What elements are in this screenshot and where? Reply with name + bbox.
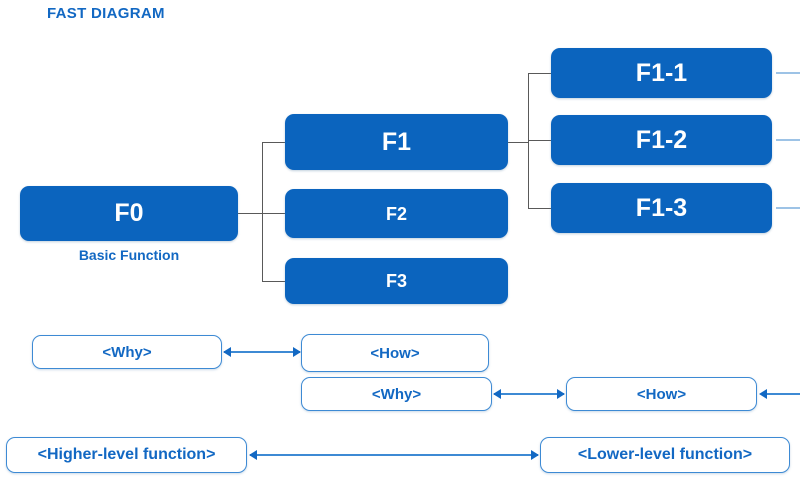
function-box-f3[interactable]: F3 bbox=[285, 258, 508, 304]
function-box-f1-2[interactable]: F1-2 bbox=[551, 115, 772, 165]
function-box-f1-label: F1 bbox=[381, 127, 412, 156]
page-title: FAST DIAGRAM bbox=[47, 5, 165, 22]
connector-f0-stem bbox=[238, 213, 263, 214]
stub-f1-2-right bbox=[776, 139, 800, 141]
legend-arrow-row2-tail-head bbox=[759, 389, 767, 399]
legend-box-why-1-label: <Why> bbox=[102, 343, 152, 361]
connector-level1-trunk bbox=[262, 142, 263, 281]
legend-box-higher-level-function-label: <Higher-level function> bbox=[37, 446, 216, 463]
legend-box-why-2-label: <Why> bbox=[371, 385, 422, 403]
function-box-f2[interactable]: F2 bbox=[285, 189, 508, 238]
function-box-f0[interactable]: F0 bbox=[20, 186, 238, 241]
connector-to-f1 bbox=[262, 142, 286, 143]
legend-box-why-2[interactable]: <Why> bbox=[301, 377, 492, 411]
legend-box-how-1[interactable]: <How> bbox=[301, 334, 489, 372]
legend-box-how-1-label: <How> bbox=[370, 344, 420, 362]
legend-box-how-2[interactable]: <How> bbox=[566, 377, 757, 411]
legend-arrow-row2-tail-line bbox=[766, 393, 800, 395]
legend-arrow-row1-head-left bbox=[223, 347, 231, 357]
legend-arrow-row3-head-right bbox=[531, 450, 539, 460]
connector-to-f1-2 bbox=[528, 140, 552, 141]
connector-f1-stem bbox=[508, 142, 529, 143]
legend-arrow-row3-line bbox=[250, 454, 538, 456]
function-box-f1[interactable]: F1 bbox=[285, 114, 508, 170]
function-box-f1-3[interactable]: F1-3 bbox=[551, 183, 772, 233]
connector-to-f3 bbox=[262, 281, 286, 282]
function-box-f1-1-label: F1-1 bbox=[635, 58, 688, 87]
basic-function-caption: Basic Function bbox=[78, 247, 180, 263]
legend-box-higher-level-function[interactable]: <Higher-level function> bbox=[6, 437, 247, 473]
legend-arrow-row2-head-left bbox=[493, 389, 501, 399]
function-box-f0-label: F0 bbox=[114, 199, 144, 227]
legend-arrow-row2-head-right bbox=[557, 389, 565, 399]
connector-to-f2 bbox=[262, 213, 286, 214]
legend-box-how-2-label: <How> bbox=[636, 385, 687, 403]
stub-f1-3-right bbox=[776, 207, 800, 209]
stub-f1-1-right bbox=[776, 72, 800, 74]
legend-arrow-row2-line bbox=[494, 393, 564, 395]
legend-box-why-1[interactable]: <Why> bbox=[32, 335, 222, 369]
legend-box-lower-level-function-label: <Lower-level function> bbox=[577, 446, 753, 463]
legend-box-lower-level-function[interactable]: <Lower-level function> bbox=[540, 437, 790, 473]
connector-to-f1-1 bbox=[528, 73, 552, 74]
function-box-f1-3-label: F1-3 bbox=[635, 193, 688, 222]
function-box-f3-label: F3 bbox=[385, 271, 407, 291]
function-box-f2-label: F2 bbox=[385, 203, 407, 224]
legend-arrow-row1-head-right bbox=[293, 347, 301, 357]
function-box-f1-2-label: F1-2 bbox=[635, 125, 688, 154]
legend-arrow-row3-head-left bbox=[249, 450, 257, 460]
connector-to-f1-3 bbox=[528, 208, 552, 209]
function-box-f1-1[interactable]: F1-1 bbox=[551, 48, 772, 98]
legend-arrow-row1-line bbox=[224, 351, 300, 353]
